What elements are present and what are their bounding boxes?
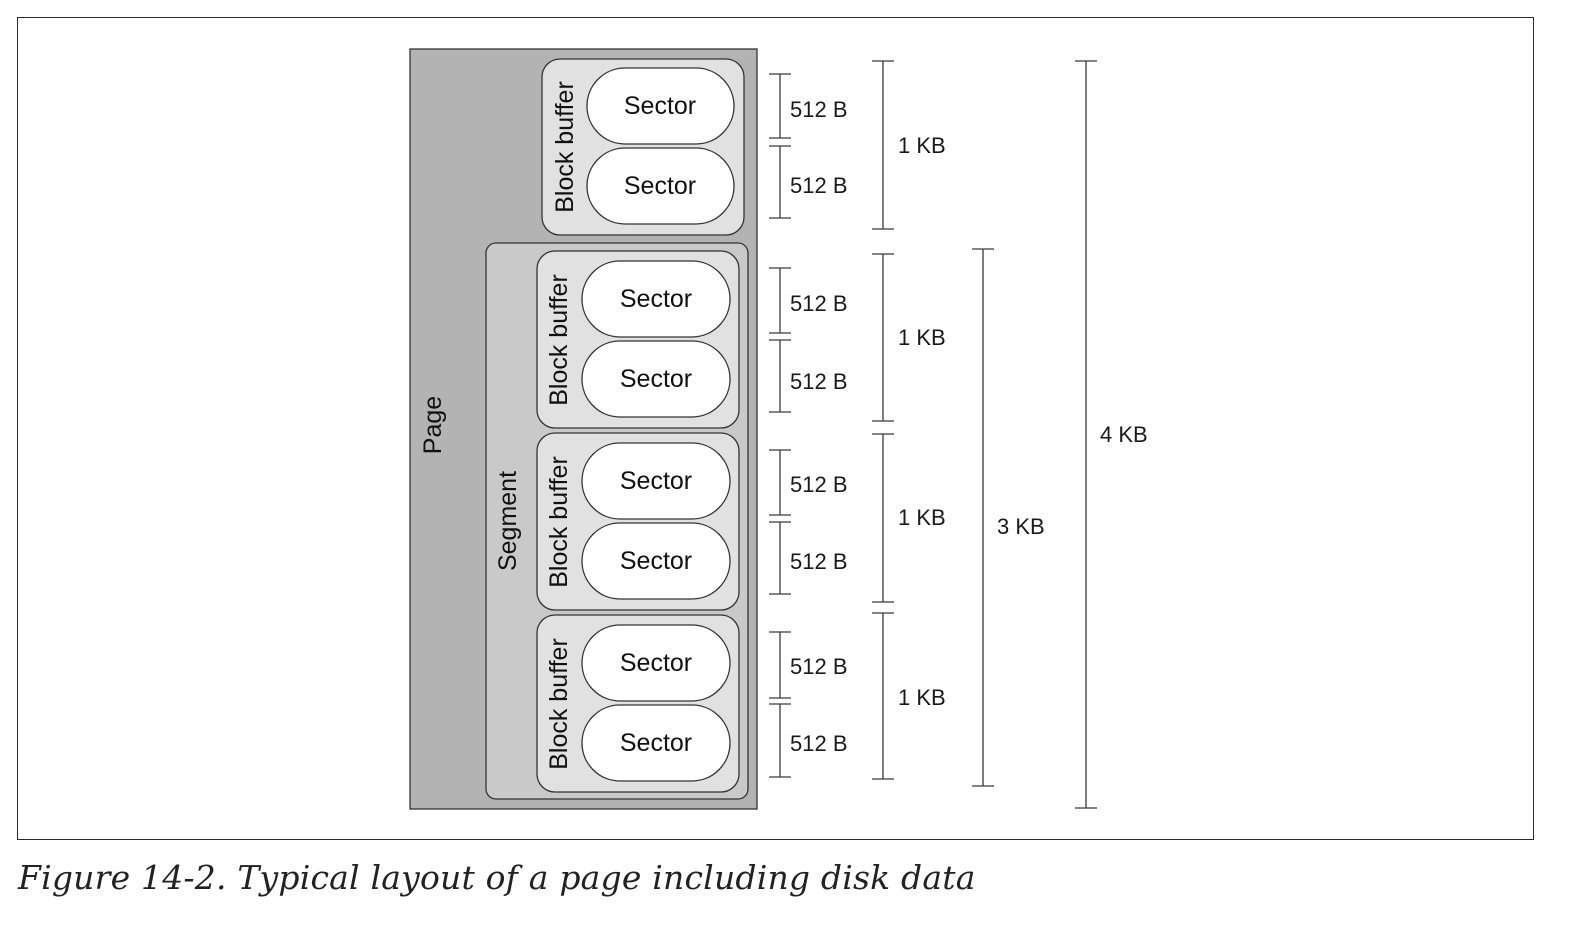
dimension-512-group-2: 512 B [769, 145, 848, 219]
dimension-512-group-8: 512 B [769, 703, 848, 778]
page-label: Page [419, 396, 447, 454]
dimension-512-group-4: 512 B [769, 339, 848, 413]
block-buffer-4-label: Block buffer [545, 638, 573, 770]
sector-4-label: Sector [620, 365, 692, 393]
dimension-3kb-group: 3 KB [972, 248, 1045, 787]
sector-3-label: Sector [620, 285, 692, 313]
block-buffer-3-label: Block buffer [545, 456, 573, 588]
dimension-512-label-8: 512 B [790, 731, 848, 756]
dimension-512-label-2: 512 B [790, 173, 848, 198]
sector-5 [581, 442, 731, 520]
dimension-4kb-label: 4 KB [1100, 422, 1148, 447]
dimension-512-group-7: 512 B [769, 631, 848, 699]
dimension-512-label-1: 512 B [790, 97, 848, 122]
dimension-1kb-group-3: 1 KB [872, 433, 946, 603]
sector-8 [581, 704, 731, 782]
sector-7-label: Sector [620, 649, 692, 677]
dimension-512-label-4: 512 B [790, 369, 848, 394]
dimension-1kb-group-2: 1 KB [872, 253, 946, 422]
block-buffer-2-label: Block buffer [545, 274, 573, 406]
dimension-512-group-6: 512 B [769, 521, 848, 595]
sector-4 [581, 340, 731, 418]
dimension-512-group-1: 512 B [769, 73, 848, 139]
dimension-4kb-group: 4 KB [1075, 60, 1148, 809]
sector-1-label: Sector [624, 92, 696, 120]
dimension-512-group-3: 512 B [769, 267, 848, 334]
dimension-1kb-label-1: 1 KB [898, 133, 946, 158]
dimension-3kb-label: 3 KB [997, 514, 1045, 539]
segment-label: Segment [494, 471, 522, 571]
sector-8-label: Sector [620, 729, 692, 757]
sector-2-label: Sector [624, 172, 696, 200]
dimension-1kb-label-3: 1 KB [898, 505, 946, 530]
dimension-1kb-label-4: 1 KB [898, 685, 946, 710]
sector-6 [581, 522, 731, 600]
dimension-1kb-group-4: 1 KB [872, 612, 946, 780]
sector-1 [586, 67, 735, 145]
figure-caption: Figure 14-2. Typical layout of a page in… [18, 858, 976, 897]
sector-3 [581, 260, 731, 338]
block-buffer-1-label: Block buffer [551, 81, 579, 213]
dimension-512-label-6: 512 B [790, 549, 848, 574]
dimension-1kb-group-1: 1 KB [872, 60, 946, 230]
figure-frame [17, 17, 1534, 840]
sector-2 [586, 147, 735, 225]
dimension-512-group-5: 512 B [769, 449, 848, 516]
sector-5-label: Sector [620, 467, 692, 495]
dimension-512-label-7: 512 B [790, 654, 848, 679]
dimension-1kb-label-2: 1 KB [898, 325, 946, 350]
dimension-512-label-5: 512 B [790, 472, 848, 497]
sector-7 [581, 624, 731, 702]
dimension-512-label-3: 512 B [790, 291, 848, 316]
sector-6-label: Sector [620, 547, 692, 575]
